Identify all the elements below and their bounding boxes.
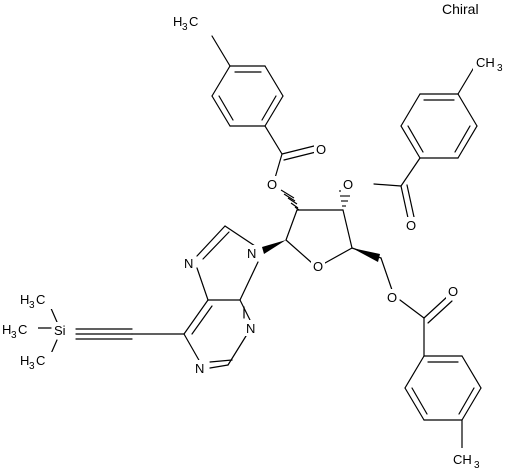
svg-text:O: O xyxy=(387,290,397,305)
label-oxygen-ester-right: O xyxy=(341,176,355,192)
label-oxygen-carbonyl-top: O xyxy=(314,141,328,157)
svg-text:3: 3 xyxy=(474,460,480,470)
svg-text:C: C xyxy=(18,322,27,337)
svg-text:H: H xyxy=(173,14,182,29)
chiral-flag: Chiral xyxy=(442,1,479,17)
label-oxygen-ester-top: O xyxy=(265,176,279,192)
svg-text:N: N xyxy=(246,321,255,336)
svg-text:O: O xyxy=(316,142,326,157)
label-oxygen-carbonyl-right: O xyxy=(404,217,418,233)
label-methyl-top: H 3 C xyxy=(172,12,212,33)
toluoyl-group-right xyxy=(373,63,478,219)
wedge-bond-c1-n xyxy=(262,240,286,254)
svg-text:N: N xyxy=(247,246,256,261)
svg-text:3: 3 xyxy=(497,63,503,74)
svg-text:C: C xyxy=(36,353,45,368)
svg-text:O: O xyxy=(343,177,353,192)
label-nitrogen-n7: N xyxy=(182,255,196,271)
hashed-bond-c2-o xyxy=(280,189,300,211)
label-methyl-bottom: CH 3 xyxy=(450,448,486,470)
toluoyl-group-bottom xyxy=(399,295,482,449)
svg-text:O: O xyxy=(313,259,323,274)
svg-text:CH: CH xyxy=(453,452,472,467)
svg-text:C: C xyxy=(189,14,198,29)
hashed-bond-c3-o xyxy=(339,190,352,207)
label-tms-methyl-left: H 3 C xyxy=(0,321,38,341)
svg-text:3: 3 xyxy=(11,330,17,341)
svg-text:3: 3 xyxy=(182,22,188,33)
label-oxygen-carbonyl-bottom: O xyxy=(446,283,460,299)
label-nitrogen-n9: N xyxy=(245,245,259,261)
wedge-bond-c4 xyxy=(352,248,380,262)
label-tms-methyl-top: H 3 C xyxy=(18,291,56,311)
ribose-ring xyxy=(285,209,393,291)
label-silicon: Si xyxy=(52,322,74,338)
svg-text:O: O xyxy=(267,177,277,192)
label-oxygen-ring: O xyxy=(311,258,325,274)
svg-text:H: H xyxy=(20,353,29,368)
label-methyl-right: CH 3 xyxy=(473,52,509,74)
label-oxygen-ester-bottom: O xyxy=(385,289,399,305)
svg-text:C: C xyxy=(36,292,45,307)
svg-text:H: H xyxy=(20,292,29,307)
label-nitrogen-n3: N xyxy=(244,320,258,336)
svg-text:H: H xyxy=(2,322,11,337)
svg-text:O: O xyxy=(406,218,416,233)
toluoyl-group-top xyxy=(211,35,317,179)
svg-text:3: 3 xyxy=(29,300,35,311)
label-tms-methyl-bottom: H 3 C xyxy=(18,352,56,372)
svg-text:CH: CH xyxy=(476,55,495,70)
label-nitrogen-n1: N xyxy=(193,360,207,376)
svg-text:N: N xyxy=(184,256,193,271)
svg-text:N: N xyxy=(195,361,204,376)
svg-text:Si: Si xyxy=(54,323,66,338)
purine-core xyxy=(75,225,259,369)
svg-text:3: 3 xyxy=(29,361,35,372)
svg-text:O: O xyxy=(448,284,458,299)
